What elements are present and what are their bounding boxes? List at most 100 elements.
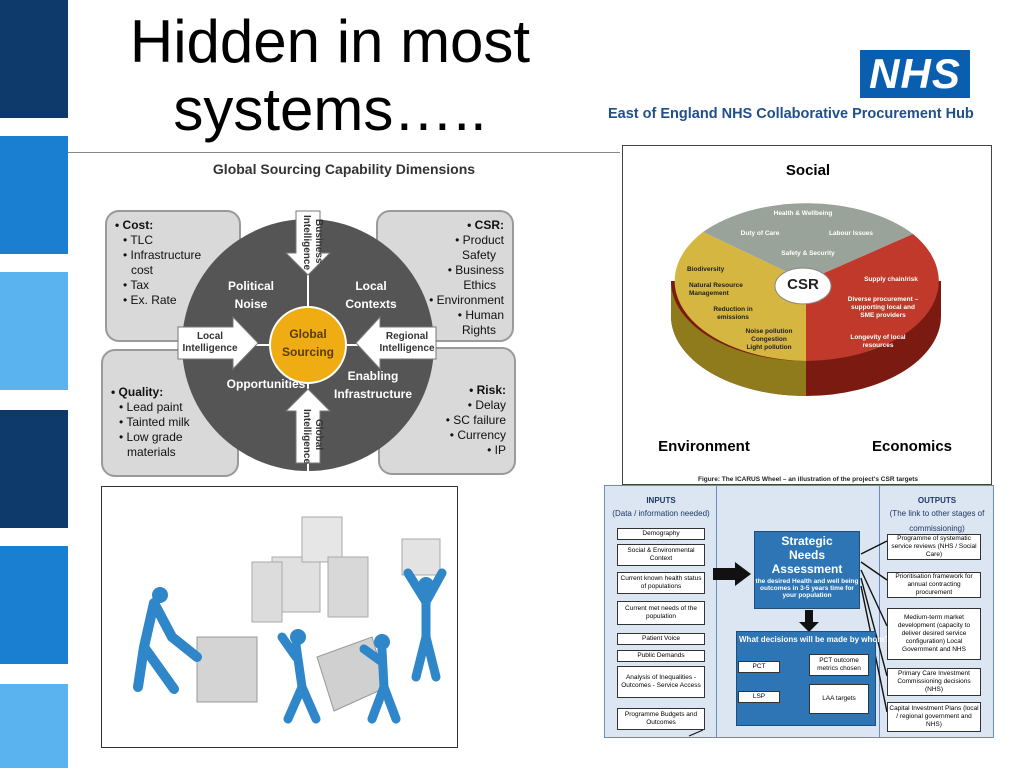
- quality-item: • Tainted milk: [119, 415, 190, 429]
- arrow-bottom: [284, 388, 332, 464]
- csr-center-ellipse: [774, 267, 832, 305]
- needs-assessment-diagram: INPUTS (Data / information needed) OUTPU…: [604, 485, 994, 738]
- output-item: Capital Investment Plans (local / region…: [887, 702, 981, 732]
- output-item: Prioritisation framework for annual cont…: [887, 572, 981, 598]
- social-item: Health & Wellbeing: [773, 210, 833, 217]
- arrow-top-label: Business Intelligence: [301, 215, 324, 271]
- slide-title: Hidden in most systems…..: [70, 8, 590, 144]
- lsp-box: LSP: [738, 691, 780, 703]
- arrow-right: [355, 315, 437, 371]
- csr-item: • Business: [447, 263, 504, 277]
- risk-heading: • Risk:: [469, 383, 506, 397]
- input-item: Current known health status of populatio…: [617, 572, 705, 594]
- pct-box: PCT: [738, 661, 780, 673]
- quality-item: materials: [127, 445, 176, 459]
- title-line-2: systems…..: [173, 76, 487, 143]
- economics-item: Diverse procurement –supporting local an…: [847, 296, 919, 319]
- csr-economics-slice: [806, 234, 939, 361]
- input-item: Programme Budgets and Outcomes: [617, 708, 705, 730]
- sourcing-circle-graphic: [177, 210, 437, 471]
- title-line-1: Hidden in most: [129, 8, 531, 75]
- csr-item: • Environment: [429, 293, 504, 307]
- nhs-logo-area: NHS East of England NHS Collaborative Pr…: [598, 28, 980, 138]
- strip-block-4: [0, 410, 68, 528]
- input-item: Demography: [617, 528, 705, 540]
- input-item: Patient Voice: [617, 633, 705, 645]
- strip-block-3: [0, 272, 68, 390]
- csr-wheel-graphic: [671, 203, 941, 396]
- global-sourcing-diagram: Global Sourcing Capability Dimensions • …: [68, 152, 620, 478]
- social-item: Safety & Security: [781, 250, 835, 257]
- output-item: Medium-term market development (capacity…: [887, 608, 981, 660]
- csr-social-label: Social: [785, 162, 831, 179]
- puzzle-illustration: [101, 486, 458, 748]
- cost-item: • Ex. Rate: [123, 293, 177, 307]
- output-item: Programme of systematic service reviews …: [887, 534, 981, 560]
- cost-item: • Infrastructure: [123, 248, 202, 262]
- nhs-subtitle: East of England NHS Collaborative Procur…: [608, 106, 974, 122]
- quality-item: • Lead paint: [119, 400, 183, 414]
- csr-item: • Human: [457, 308, 504, 322]
- csr-caption: Figure: The ICARUS Wheel – an illustrati…: [697, 476, 919, 483]
- risk-item: • Delay: [467, 398, 506, 412]
- csr-environment-label: Environment: [658, 438, 750, 455]
- csr-wheel-panel: Social CSR Health & Wellbeing Duty of Ca…: [622, 145, 992, 485]
- cost-item: • Tax: [123, 278, 149, 292]
- social-item: Duty of Care: [740, 230, 780, 237]
- csr-center-label: CSR: [787, 276, 819, 293]
- csr-heading: • CSR:: [467, 218, 504, 232]
- cost-heading: • Cost:: [115, 218, 154, 232]
- arrow-left: [177, 315, 259, 371]
- cost-item: cost: [131, 263, 154, 277]
- input-item: Current met needs of the population: [617, 601, 705, 625]
- strip-block-1: [0, 0, 68, 118]
- quality-box: • Quality: • Lead paint • Tainted milk •…: [101, 349, 239, 477]
- sourcing-center-circle: [269, 306, 347, 384]
- laa-box: LAA targets: [809, 684, 869, 714]
- quality-heading: • Quality:: [111, 385, 164, 399]
- cost-item: • TLC: [123, 233, 153, 247]
- risk-item: • IP: [487, 443, 506, 457]
- social-item: Labour Issues: [828, 230, 874, 237]
- csr-social-slice: [703, 203, 913, 281]
- pct-outcome-box: PCT outcome metrics chosen: [809, 654, 869, 676]
- output-item: Primary Care Investment Commissioning de…: [887, 668, 981, 696]
- strip-block-6: [0, 684, 68, 768]
- puzzle-figures-graphic: [133, 516, 447, 724]
- csr-economics-label: Economics: [871, 438, 953, 455]
- csr-item: Safety: [461, 248, 496, 262]
- nhs-logo: NHS: [860, 50, 970, 98]
- risk-item: • SC failure: [445, 413, 506, 427]
- csr-item: Ethics: [463, 278, 496, 292]
- strip-block-5: [0, 546, 68, 664]
- csr-item: Rights: [461, 323, 496, 337]
- strategic-needs-assessment-box: Strategic Needs Assessment the desired H…: [754, 531, 860, 609]
- global-sourcing-title: Global Sourcing Capability Dimensions: [212, 161, 476, 177]
- csr-item: • Product: [455, 233, 504, 247]
- quality-item: • Low grade: [119, 430, 183, 444]
- economics-item: Supply chain/risk: [864, 276, 918, 283]
- csr-environment-slice: [674, 232, 806, 361]
- input-item: Social & Environmental Context: [617, 544, 705, 566]
- arrow-bottom-label: Global Intelligence: [301, 409, 324, 465]
- input-item: Analysis of Inequalities - Outcomes - Se…: [617, 666, 705, 698]
- strip-block-2: [0, 136, 68, 254]
- outputs-title: OUTPUTS: [917, 496, 957, 505]
- inputs-subtitle: (Data / information needed): [612, 509, 710, 518]
- input-item: Public Demands: [617, 650, 705, 662]
- quad-opportunities: Opportunities: [226, 377, 306, 391]
- environment-item: Biodiversity: [687, 266, 725, 273]
- inputs-title: INPUTS: [646, 496, 676, 505]
- risk-item: • Currency: [449, 428, 506, 442]
